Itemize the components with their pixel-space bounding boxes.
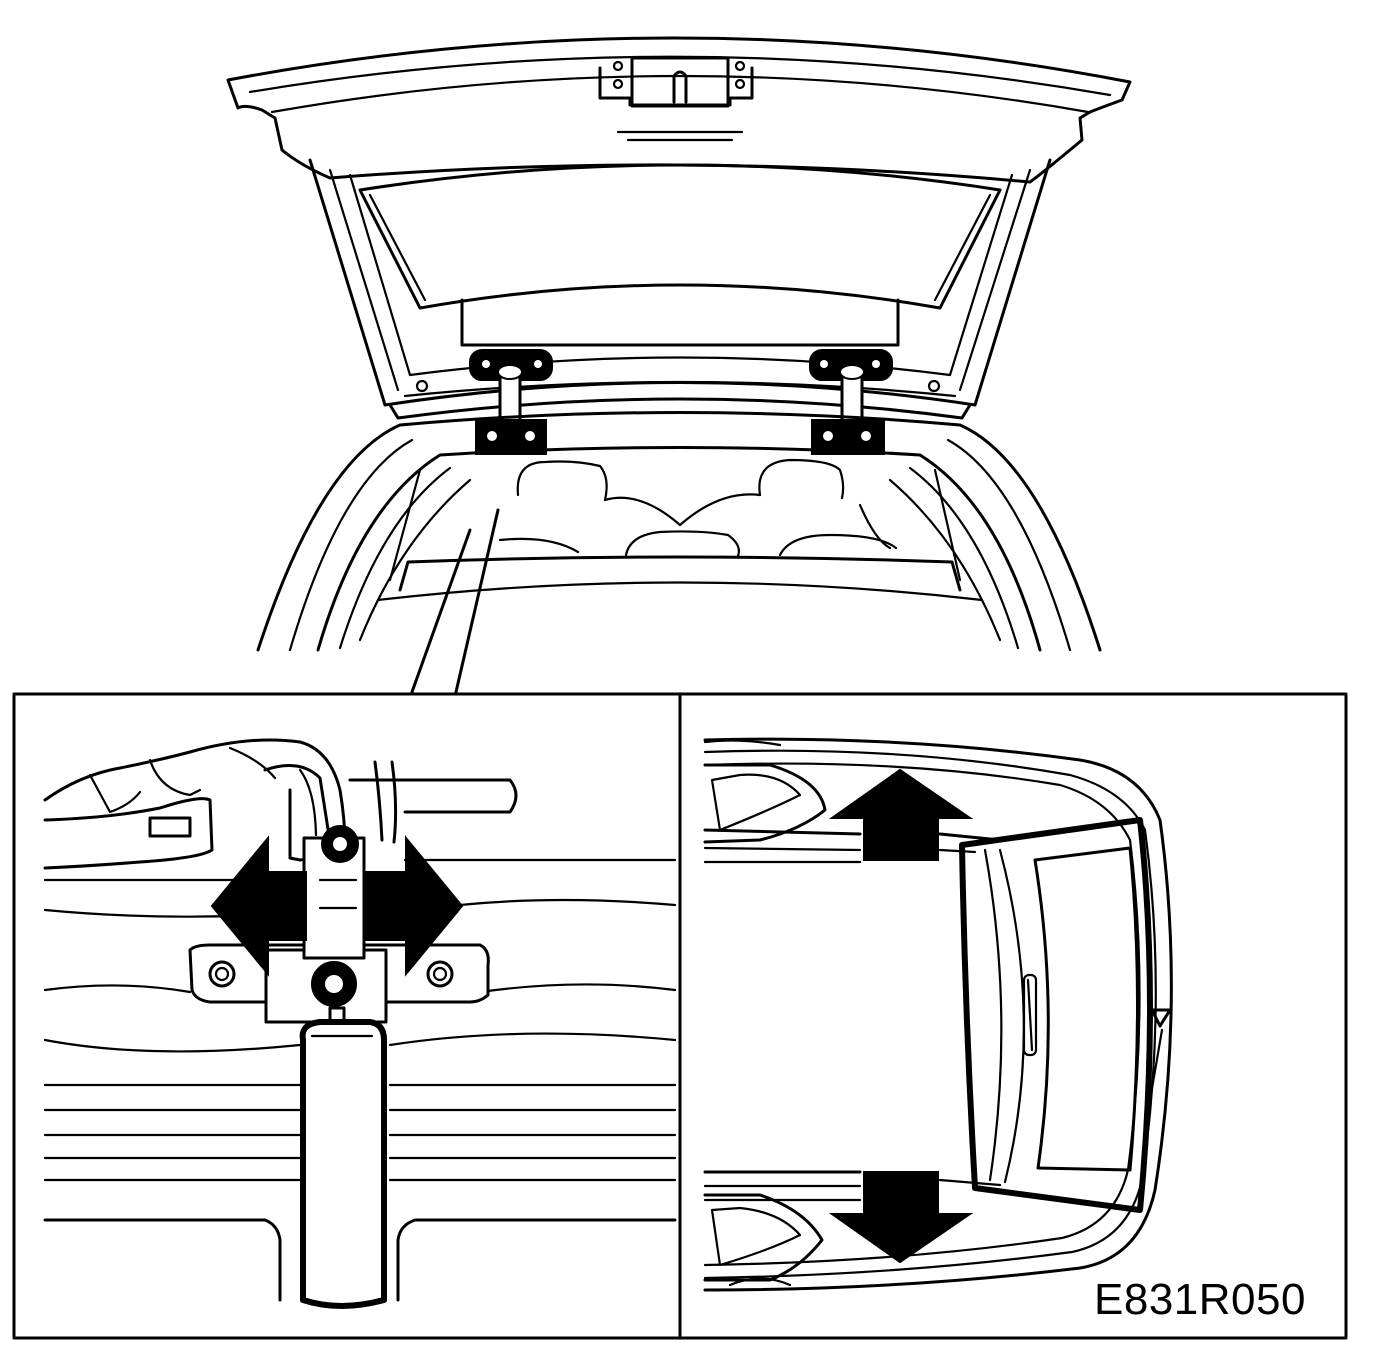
left-hinge [469, 349, 553, 455]
arrow-right-icon [365, 835, 464, 977]
right-hinge [809, 349, 893, 455]
tailgate-overview [226, 36, 1132, 694]
top-view-panel [678, 692, 1348, 1340]
hinge-detail [43, 738, 677, 1309]
car-top-view [703, 737, 1173, 1292]
arrow-down-icon [828, 1171, 974, 1264]
figure-reference-code: E831R050 [1094, 1275, 1306, 1324]
arrow-left-icon [210, 835, 307, 977]
arrow-up-icon [828, 768, 974, 861]
